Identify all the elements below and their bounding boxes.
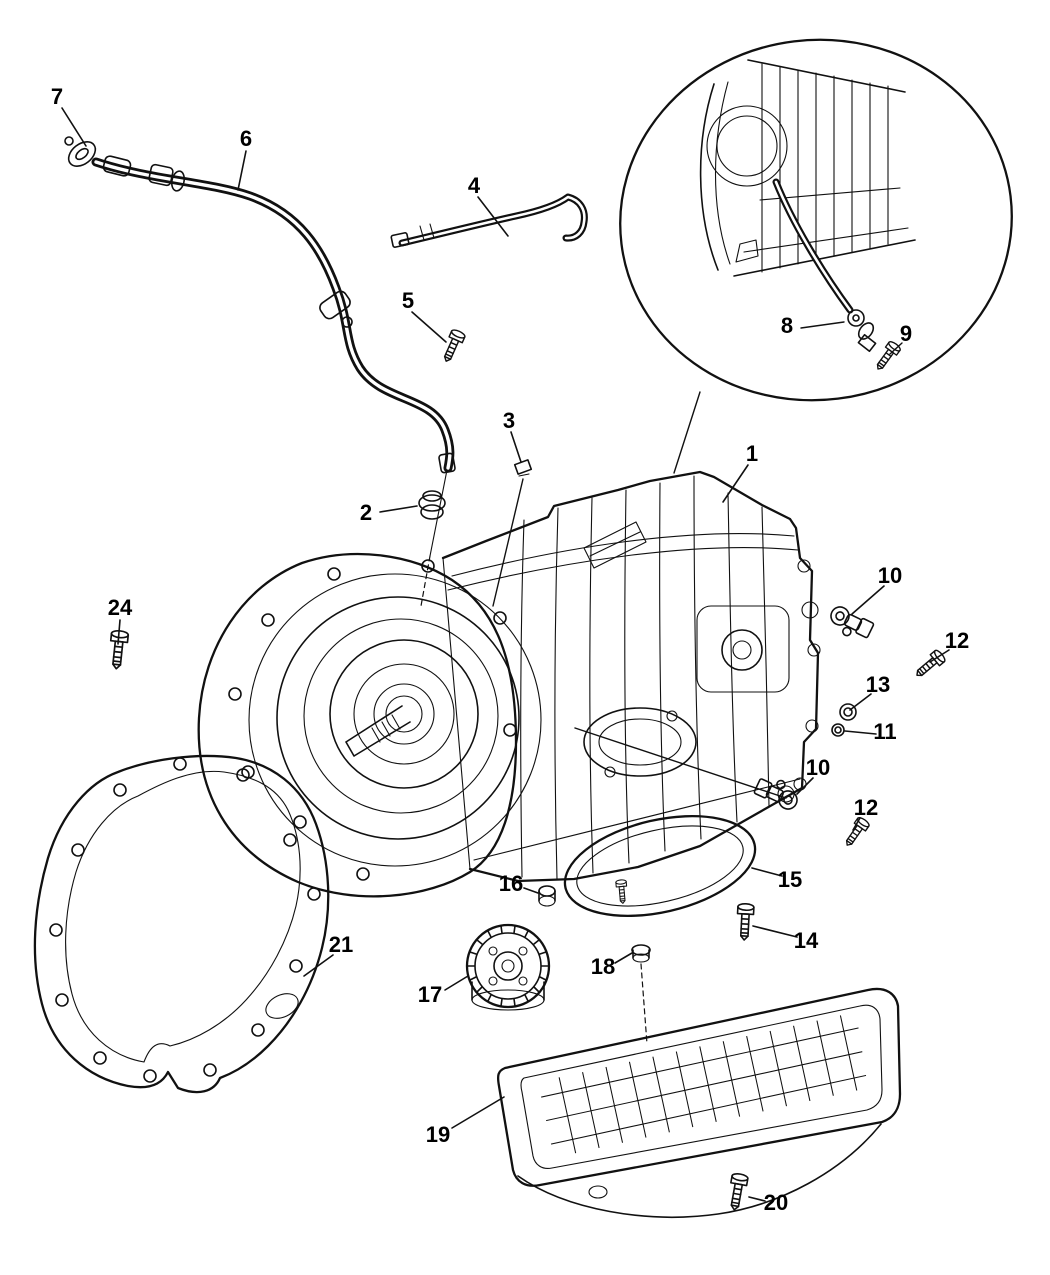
inset-sensor-8 xyxy=(847,309,877,353)
transmission-case xyxy=(441,470,821,883)
callout-2: 2 xyxy=(359,500,373,525)
retainer-clip xyxy=(492,459,533,607)
callout-1: 1 xyxy=(745,441,759,466)
ferrule xyxy=(102,155,132,177)
callout-18: 18 xyxy=(590,954,616,979)
tube-end-fitting xyxy=(438,452,456,474)
callout-12: 12 xyxy=(853,795,879,820)
callout-8: 8 xyxy=(780,313,794,338)
ferrule xyxy=(148,163,174,187)
converter-housing-gasket xyxy=(33,754,330,1094)
callout-12: 12 xyxy=(944,628,970,653)
inset-connector-line xyxy=(673,391,701,474)
dipstick-handle xyxy=(64,136,97,167)
bell-housing xyxy=(197,552,542,898)
breather-cap xyxy=(631,944,651,1045)
callout-3: 3 xyxy=(502,408,516,433)
callout-14: 14 xyxy=(793,928,819,953)
tube-clamp xyxy=(319,290,353,328)
leader-lines xyxy=(61,107,950,1202)
dipstick-tube-assembly xyxy=(64,136,456,607)
callout-7: 7 xyxy=(50,84,64,109)
gasket-bolt-holes xyxy=(49,757,321,1083)
bell-bolt-holes xyxy=(228,559,517,881)
callout-10: 10 xyxy=(805,755,831,780)
grommet xyxy=(418,490,446,520)
callout-13: 13 xyxy=(865,672,891,697)
callout-17: 17 xyxy=(417,982,443,1007)
callout-5: 5 xyxy=(401,288,415,313)
callout-15: 15 xyxy=(777,867,803,892)
callout-20: 20 xyxy=(763,1190,789,1215)
callout-21: 21 xyxy=(328,932,354,957)
callout-4: 4 xyxy=(467,173,481,198)
callout-10: 10 xyxy=(877,563,903,588)
callout-9: 9 xyxy=(899,321,913,346)
sensor-boss-upper xyxy=(801,601,819,619)
callout-11: 11 xyxy=(873,719,897,744)
filter-knurl xyxy=(466,925,550,1007)
output-shaft xyxy=(345,705,411,757)
cover-plate xyxy=(563,814,757,918)
vent-tube xyxy=(390,193,588,248)
inset-detail-ellipse xyxy=(619,38,1013,402)
plug-16 xyxy=(538,885,556,907)
o-ring-11 xyxy=(831,723,845,737)
callout-6: 6 xyxy=(239,126,253,151)
washer-13 xyxy=(839,703,857,721)
callout-16: 16 xyxy=(498,871,524,896)
oil-filter xyxy=(465,923,551,1011)
callout-19: 19 xyxy=(425,1122,451,1147)
callout-24: 24 xyxy=(107,595,133,620)
